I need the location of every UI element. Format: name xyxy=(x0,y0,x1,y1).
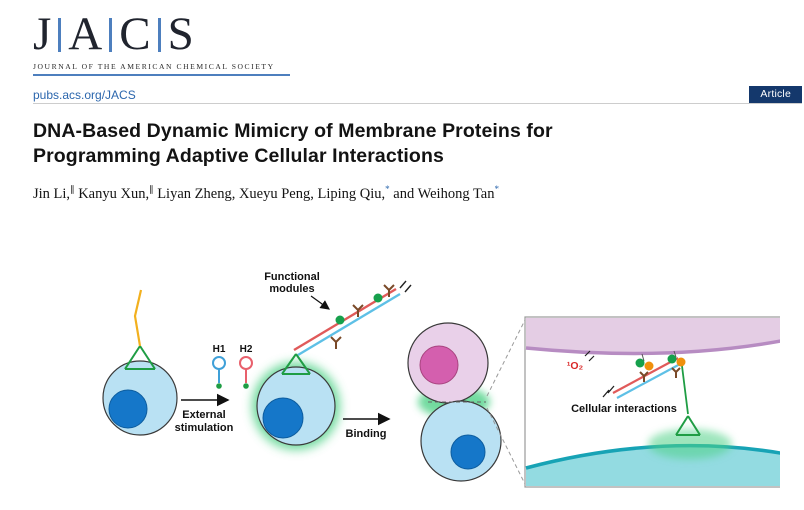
jacs-logo-letters: J A C S xyxy=(33,8,290,60)
functional-modules-label: modules xyxy=(269,283,314,295)
functional-modules-callout: Functional modules xyxy=(264,271,330,310)
author: Jin Li,∥ xyxy=(33,184,75,202)
header-meta-row: pubs.acs.org/JACS Article xyxy=(33,86,802,104)
stimulation-step: External stimulation xyxy=(175,393,234,434)
zoom-guide-line xyxy=(486,319,526,397)
target-membrane-edge xyxy=(525,339,780,356)
singlet-oxygen-label: ¹O₂ xyxy=(567,360,584,372)
cell-nucleus xyxy=(108,389,148,429)
dna-tetrahedron-anchor-icon xyxy=(281,353,311,375)
functional-modules-label: Functional xyxy=(264,271,320,283)
antibody-module-icon xyxy=(352,304,364,317)
journal-site-link[interactable]: pubs.acs.org/JACS xyxy=(33,87,136,102)
external-stimulation-label: External xyxy=(182,409,225,421)
author-name: Kanyu Xun, xyxy=(74,185,150,202)
zoom-guide-line xyxy=(486,407,526,485)
truncation-marks xyxy=(399,280,412,293)
article-title: DNA-Based Dynamic Mimicry of Membrane Pr… xyxy=(33,119,553,170)
logo-divider-bar xyxy=(58,18,62,52)
callout-arrow xyxy=(310,295,330,310)
module-dye-dot xyxy=(373,293,383,303)
h1-hairpin-icon xyxy=(212,356,226,370)
antibody-module-icon xyxy=(330,336,342,349)
corresponding-author-mark: * xyxy=(385,184,390,194)
graphical-abstract: H1 H2 External stimulation xyxy=(102,271,780,488)
author-name: Liyan Zheng, xyxy=(153,185,236,202)
reaction-marks xyxy=(584,350,595,362)
author-affiliation-mark: ∥ xyxy=(149,184,154,194)
logo-divider-bar xyxy=(157,18,161,52)
green-dye-dot xyxy=(667,354,677,364)
dna-tetrahedron-anchor-icon xyxy=(124,345,156,370)
author: Kanyu Xun,∥ xyxy=(74,184,154,202)
binding-step: Binding xyxy=(343,412,391,440)
article-title-line-2: Programming Adaptive Cellular Interactio… xyxy=(33,145,444,168)
hairpin-probes: H1 H2 xyxy=(212,344,253,389)
h2-hairpin-icon xyxy=(239,356,253,370)
activated-cell xyxy=(252,280,412,450)
antibody-module-icon xyxy=(639,371,649,382)
journal-name: JOURNAL OF THE AMERICAN CHEMICAL SOCIETY xyxy=(33,61,275,71)
engineered-cell-nucleus xyxy=(450,434,486,470)
jacs-logo: J A C S JOURNAL OF THE AMERICAN CHEMICAL… xyxy=(33,8,290,76)
duplex-strand-blue xyxy=(297,292,401,357)
linker xyxy=(641,353,645,362)
author-name: Liping Qiu, xyxy=(313,185,386,202)
author: Liyan Zheng, xyxy=(153,185,236,202)
orange-dye-dot xyxy=(676,357,686,367)
anchor-stem xyxy=(681,365,689,415)
cell-nucleus xyxy=(262,397,304,439)
membrane-glow xyxy=(648,429,732,459)
truncation-marks xyxy=(602,385,615,398)
author-name: and Weihong Tan xyxy=(389,185,495,202)
linker xyxy=(673,350,677,358)
article-title-line-1: DNA-Based Dynamic Mimicry of Membrane Pr… xyxy=(33,120,553,142)
zoom-inset: ¹O₂ Cellular interactions xyxy=(524,316,780,488)
cellular-interactions-label: Cellular interactions xyxy=(571,403,677,415)
binding-label: Binding xyxy=(346,428,387,440)
orange-dye-dot xyxy=(644,361,654,371)
author-list: Jin Li,∥ Kanyu Xun,∥ Liyan Zheng, Xueyu … xyxy=(33,184,499,203)
dna-tetrahedron-anchor-icon xyxy=(675,415,701,436)
h1-dye-dot xyxy=(216,383,222,389)
green-dye-dot xyxy=(635,358,645,368)
logo-letter-c: C xyxy=(119,8,151,60)
logo-letter-s: S xyxy=(167,8,194,60)
author-name: Jin Li, xyxy=(33,185,71,202)
logo-divider-bar xyxy=(109,18,113,52)
h2-label: H2 xyxy=(240,344,253,355)
duplex-strand-blue xyxy=(616,362,683,399)
author: Liping Qiu,* xyxy=(313,184,390,202)
h1-label: H1 xyxy=(213,344,226,355)
target-membrane-band xyxy=(526,318,780,354)
antibody-module-icon xyxy=(671,367,681,378)
logo-underline xyxy=(33,73,290,76)
logo-letter-a: A xyxy=(68,8,103,60)
resting-cell xyxy=(102,289,178,436)
author-affiliation-mark: ∥ xyxy=(70,184,75,194)
target-cell-nucleus xyxy=(419,345,459,385)
author: Xueyu Peng, xyxy=(235,186,314,202)
external-stimulation-label: stimulation xyxy=(175,422,234,434)
inactive-strand-icon xyxy=(133,289,143,347)
author-name: Xueyu Peng, xyxy=(235,185,314,202)
corresponding-author-mark: * xyxy=(494,184,499,194)
article-type-badge: Article xyxy=(749,86,802,103)
h2-dye-dot xyxy=(243,383,249,389)
antibody-module-icon xyxy=(383,284,395,297)
author: and Weihong Tan* xyxy=(389,184,499,202)
logo-letter-j: J xyxy=(33,8,52,60)
module-dye-dot xyxy=(335,315,345,325)
cell-pair xyxy=(407,322,502,482)
